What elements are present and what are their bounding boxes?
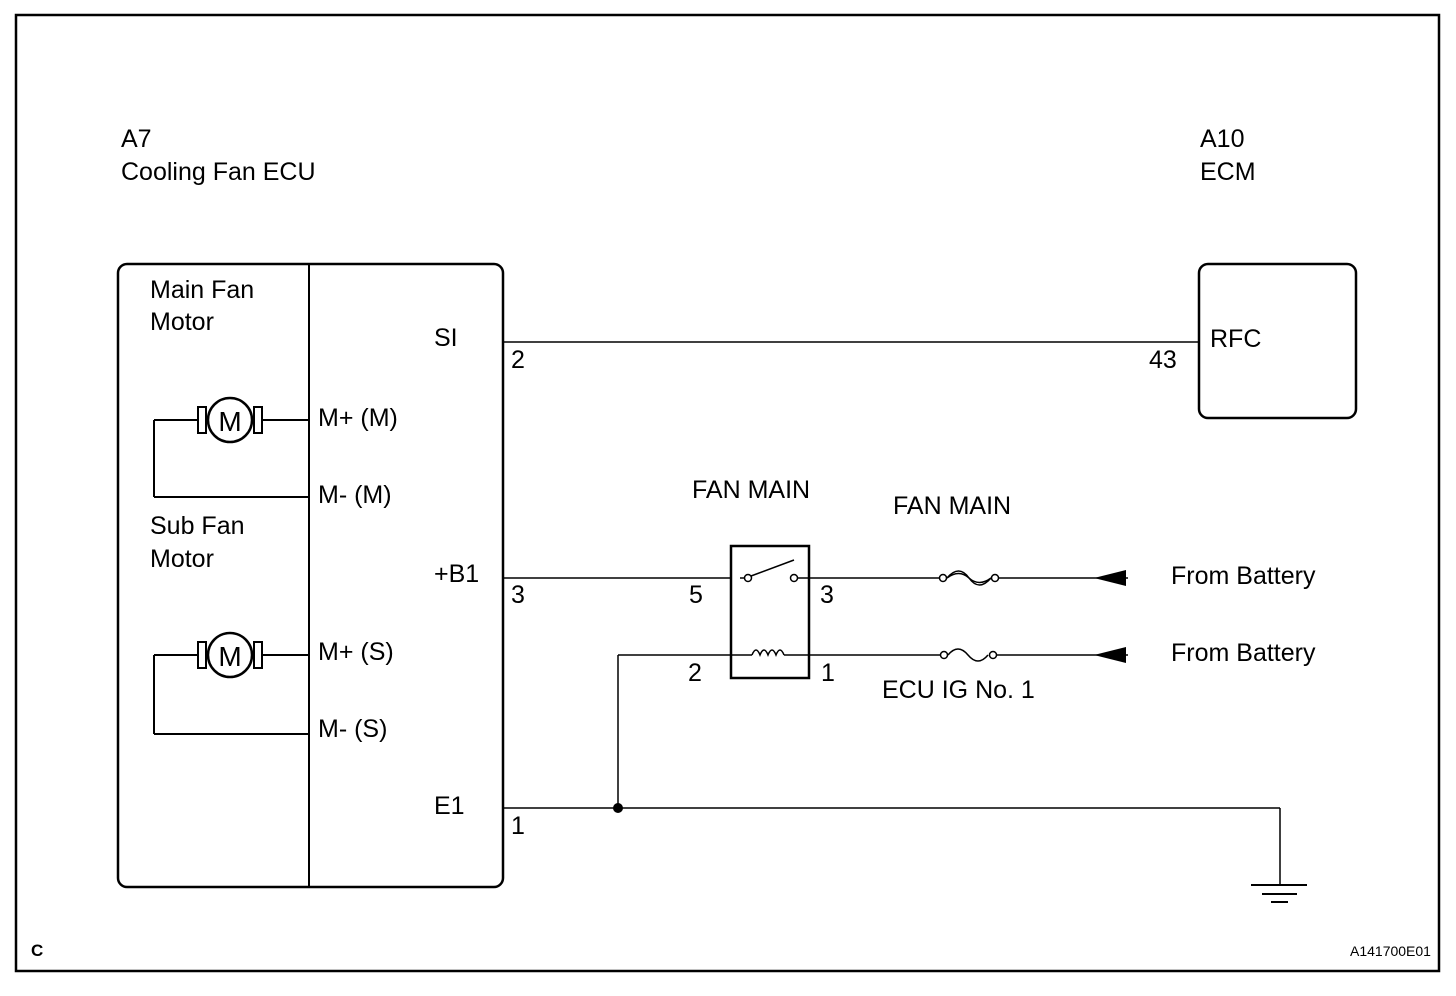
sub-motor-plus: M+ (S)	[318, 638, 394, 666]
fuse-fan-main-icon	[938, 570, 1000, 586]
main-fan-label-1: Main Fan	[150, 276, 254, 304]
relay-pin-1: 1	[821, 659, 835, 687]
ecm-box	[1197, 262, 1358, 420]
source-battery-1: From Battery	[1171, 562, 1316, 590]
terminal-e1: E1	[434, 792, 465, 820]
figure-id: A141700E01	[1350, 943, 1431, 959]
relay-pin-3: 3	[820, 581, 834, 609]
ground-icon	[1251, 884, 1307, 903]
ecu-name: Cooling Fan ECU	[121, 158, 316, 186]
sub-motor-symbol: M	[218, 641, 241, 672]
ecm-terminal-rfc: RFC	[1210, 325, 1261, 353]
main-motor-plus: M+ (M)	[318, 404, 398, 432]
ecm-pin-43: 43	[1149, 346, 1177, 374]
relay-pin-2: 2	[688, 659, 702, 687]
main-fan-motor-icon: M	[153, 396, 309, 498]
sub-fan-label-2: Motor	[150, 545, 214, 573]
fuse-fan-main-label: FAN MAIN	[893, 492, 1011, 520]
relay-label: FAN MAIN	[692, 476, 810, 504]
terminal-si: SI	[434, 324, 458, 352]
terminal-si-pin: 2	[511, 346, 525, 374]
main-fan-label-2: Motor	[150, 308, 214, 336]
relay-box	[729, 544, 811, 680]
fuse-ecu-ig-icon	[939, 648, 998, 662]
terminal-e1-pin: 1	[511, 812, 525, 840]
sub-fan-label-1: Sub Fan	[150, 512, 245, 540]
arrow-battery-2-icon	[1094, 647, 1126, 663]
main-motor-minus: M- (M)	[318, 481, 392, 509]
ecu-code: A7	[121, 125, 152, 153]
source-battery-2: From Battery	[1171, 639, 1316, 667]
ecm-name: ECM	[1200, 158, 1256, 186]
relay-coil-icon	[731, 649, 809, 658]
sub-motor-minus: M- (S)	[318, 715, 387, 743]
ecm-code: A10	[1200, 125, 1244, 153]
sub-fan-motor-icon: M	[153, 631, 309, 735]
arrow-battery-1-icon	[1094, 570, 1126, 586]
diagram-frame	[14, 13, 1441, 973]
relay-switch-icon	[740, 559, 809, 583]
corner-letter: C	[31, 941, 43, 960]
terminal-b1-pin: 3	[511, 581, 525, 609]
fuse-ecu-ig-label: ECU IG No. 1	[882, 676, 1035, 704]
terminal-b1: +B1	[434, 560, 479, 588]
main-motor-symbol: M	[218, 406, 241, 437]
junction-dot	[613, 803, 623, 813]
ecu-box	[116, 262, 505, 889]
relay-pin-5: 5	[689, 581, 703, 609]
